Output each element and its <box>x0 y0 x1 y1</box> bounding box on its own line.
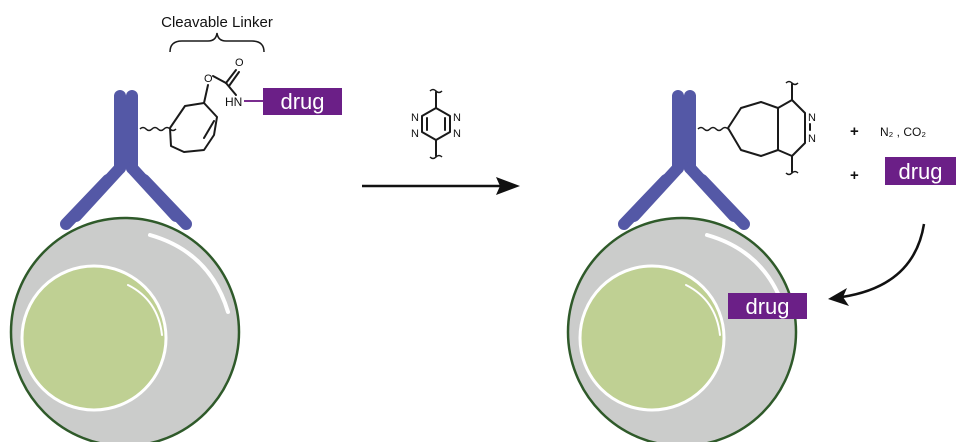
carbamate-group: O O <box>203 57 244 104</box>
cell-right <box>566 216 798 442</box>
tetrazine-n2: N <box>411 128 419 140</box>
tetrazine-n4: N <box>453 128 461 140</box>
drug-label-intracellular: drug <box>745 294 789 319</box>
antibody-right <box>618 90 750 230</box>
cyclooctane-ring <box>727 101 779 157</box>
right-panel: N N + N₂ , CO₂ + drug drug <box>566 80 956 442</box>
linker-brace <box>169 32 265 53</box>
plus-drug: + <box>850 167 859 184</box>
nucleus <box>20 264 168 412</box>
tetrazine-n1: N <box>411 112 419 124</box>
nucleus-highlight <box>127 284 163 336</box>
attachment-wavy-bond-right <box>697 126 729 132</box>
nucleus-highlight-right <box>685 284 721 336</box>
carbonyl-oxygen: O <box>235 57 244 69</box>
tetrazine-reagent: N N N N <box>411 88 461 160</box>
drug-label-conjugated: drug <box>280 89 324 114</box>
tetrazine-n3: N <box>453 112 461 124</box>
dihydropyridazine-adduct: N N <box>727 80 816 176</box>
plus-byproducts: + <box>850 123 859 140</box>
drug-box-intracellular <box>728 293 807 319</box>
ring-oxygen: O <box>204 73 213 85</box>
drug-label-released: drug <box>898 159 942 184</box>
linker-label: Cleavable Linker <box>161 14 273 31</box>
cell-highlight <box>148 233 230 314</box>
amine-label: HN <box>225 95 242 109</box>
nucleus-right <box>578 264 726 412</box>
uptake-arrow <box>828 223 926 306</box>
byproducts-label: N₂ , CO₂ <box>880 125 926 139</box>
pyridazine-n2: N <box>808 133 816 145</box>
left-panel: O O HN drug Cleavable Linker <box>9 14 342 442</box>
drug-box-conjugated <box>263 88 342 115</box>
reaction-arrow <box>362 177 520 195</box>
pyridazine-n1: N <box>808 112 816 124</box>
cyclooctene-ring <box>169 102 218 153</box>
drug-box-released <box>885 157 956 185</box>
antibody-left <box>60 90 192 230</box>
cell-left <box>9 216 241 442</box>
pyridazine-ring <box>777 99 806 157</box>
